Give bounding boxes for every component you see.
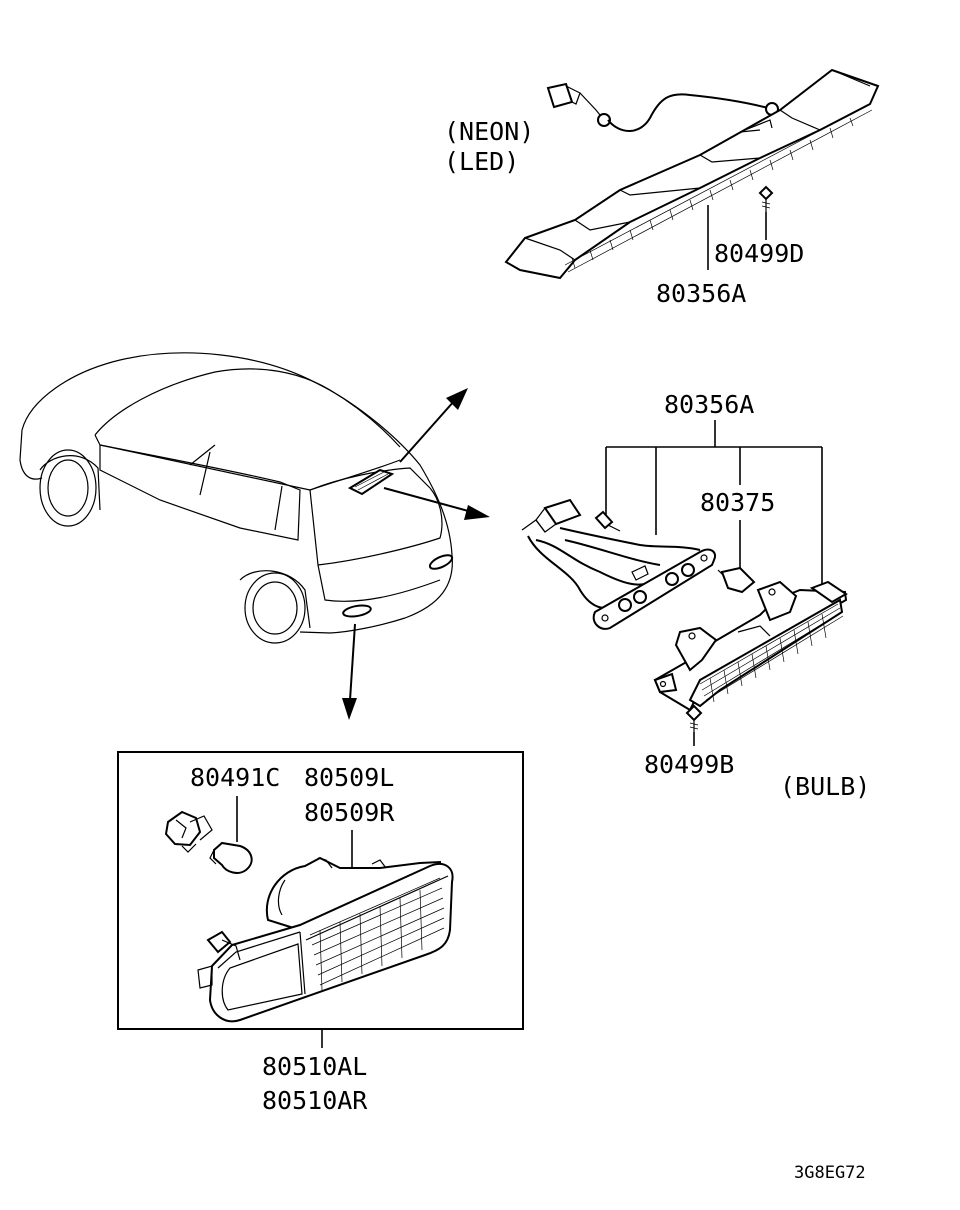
part-number-80375[interactable]: 80375: [700, 488, 775, 517]
part-number-80499D[interactable]: 80499D: [714, 239, 804, 268]
lamp-housing-bulb-type[interactable]: [653, 580, 848, 712]
label-neon: (NEON): [444, 117, 534, 146]
leader-bracket-80356A: [605, 420, 823, 590]
arrow-to-side-lamp: [342, 623, 357, 720]
label-led: (LED): [444, 147, 519, 176]
wire-harness-socket-plate[interactable]: [521, 498, 716, 630]
arrow-to-neon-lamp: [399, 388, 468, 463]
part-number-80499B[interactable]: 80499B: [644, 750, 734, 779]
part-number-80509L[interactable]: 80509L: [304, 763, 394, 792]
side-lamp-assembly[interactable]: [197, 856, 454, 1023]
high-mount-lamp-neon-led[interactable]: [504, 68, 880, 280]
arrow-to-bulb-lamp: [383, 487, 490, 520]
diagram-code: 3G8EG72: [794, 1163, 866, 1183]
screw-80499B[interactable]: [685, 704, 703, 746]
label-bulb: (BULB): [780, 772, 870, 801]
part-number-80510AL[interactable]: 80510AL: [262, 1052, 367, 1081]
bulb-socket-80491C[interactable]: [164, 810, 213, 853]
part-number-80509R[interactable]: 80509R: [304, 798, 395, 827]
screw-small[interactable]: [594, 510, 621, 532]
screw-80499D[interactable]: [758, 185, 774, 240]
side-lamp-detail-box: [117, 751, 524, 1030]
vehicle-rear-view: [19, 352, 454, 644]
part-number-80491C[interactable]: 80491C: [190, 763, 280, 792]
part-number-80356A-mid[interactable]: 80356A: [664, 390, 754, 419]
wedge-bulb-side[interactable]: [209, 841, 253, 874]
wedge-bulb-80375[interactable]: [717, 566, 756, 594]
part-number-80356A-top[interactable]: 80356A: [656, 279, 746, 308]
part-number-80510AR[interactable]: 80510AR: [262, 1086, 368, 1115]
